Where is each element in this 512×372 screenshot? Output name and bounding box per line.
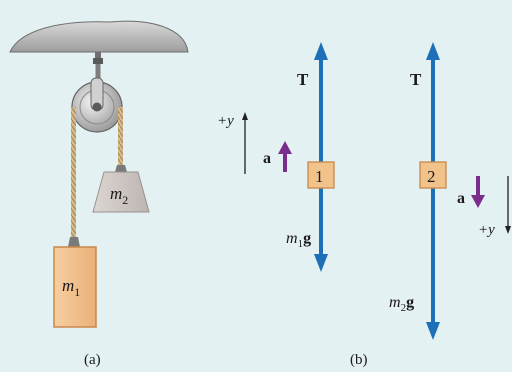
box-1-label: 1: [315, 167, 324, 186]
accel-arrowhead-1: [278, 141, 292, 154]
accel-arrowhead-2: [471, 195, 485, 208]
box-2-label: 2: [427, 167, 436, 186]
axis-arrowhead-2: [505, 226, 511, 234]
tension-arrowhead-1: [314, 42, 328, 60]
panel-a: m2 m1 (a): [9, 20, 189, 368]
panel-b: 1 T m1g a +y 2 T m2g: [217, 42, 511, 368]
weight-arrowhead-2: [426, 322, 440, 340]
weight-arrowhead-1: [314, 254, 328, 272]
mass-box-2: [419, 161, 447, 189]
axis-arrowhead-1: [242, 112, 248, 120]
caption-b: (b): [350, 352, 368, 368]
ceiling-support: [9, 20, 189, 53]
tension-arrowhead-2: [426, 42, 440, 60]
pulley-hanger: [95, 52, 101, 62]
rope-left: [71, 107, 76, 237]
hook-left: [68, 237, 80, 247]
weight-label-1: m1g: [286, 230, 311, 250]
mass-box-1: [307, 161, 335, 189]
tension-label-1: T: [297, 70, 309, 89]
accel-label-1: a: [263, 150, 271, 167]
hanging-mass-1: [53, 246, 97, 328]
tension-label-2: T: [410, 70, 422, 89]
caption-a: (a): [84, 352, 101, 368]
free-body-diagram-2: 2 T m2g a +y: [389, 42, 511, 340]
accel-label-2: a: [457, 190, 465, 207]
free-body-diagram-1: 1 T m1g a +y: [217, 42, 335, 272]
rope-right: [118, 107, 123, 165]
mass-2-label: m2: [110, 184, 128, 207]
axis-label-2: +y: [478, 222, 495, 238]
hook-right: [115, 165, 127, 172]
axis-label-1: +y: [217, 113, 234, 129]
weight-label-2: m2g: [389, 294, 414, 314]
hanging-mass-2: [92, 171, 150, 213]
mass-1-label: m1: [62, 276, 80, 299]
